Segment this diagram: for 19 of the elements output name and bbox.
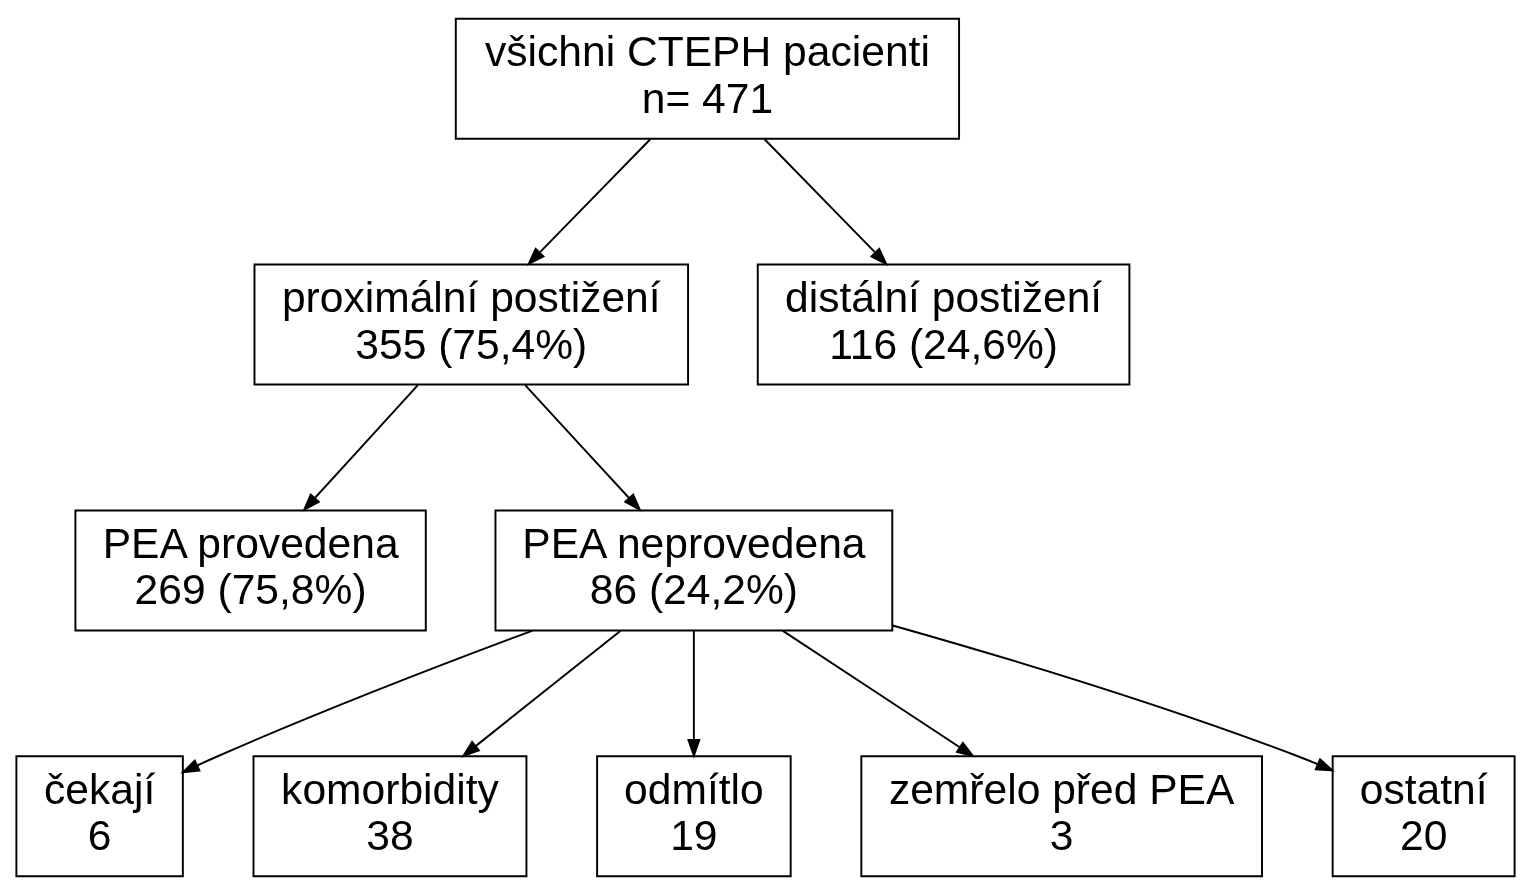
node-box: všichni CTEPH pacienti n= 471 — [454, 17, 961, 140]
node-box: PEA provedena 269 (75,8%) — [74, 508, 427, 631]
node-box: proximální postižení 355 (75,4%) — [253, 263, 690, 386]
node-box: čekají 6 — [15, 754, 184, 877]
arrow — [180, 629, 534, 773]
arrow — [763, 137, 889, 266]
node-box: ostatní 20 — [1331, 754, 1516, 877]
arrow — [891, 624, 1335, 771]
node-box: distální postižení 116 (24,6%) — [756, 263, 1131, 386]
arrow — [687, 629, 701, 758]
node-box: komorbidity 38 — [252, 754, 528, 877]
node-box: PEA neprovedena 86 (24,2%) — [494, 508, 894, 631]
arrow — [524, 383, 642, 512]
node-box: zemřelo před PEA 3 — [860, 754, 1263, 877]
arrow — [461, 629, 622, 758]
arrow — [781, 629, 976, 757]
node-box: odmítlo 19 — [596, 754, 792, 877]
arrow — [302, 383, 419, 512]
arrow — [526, 137, 652, 266]
